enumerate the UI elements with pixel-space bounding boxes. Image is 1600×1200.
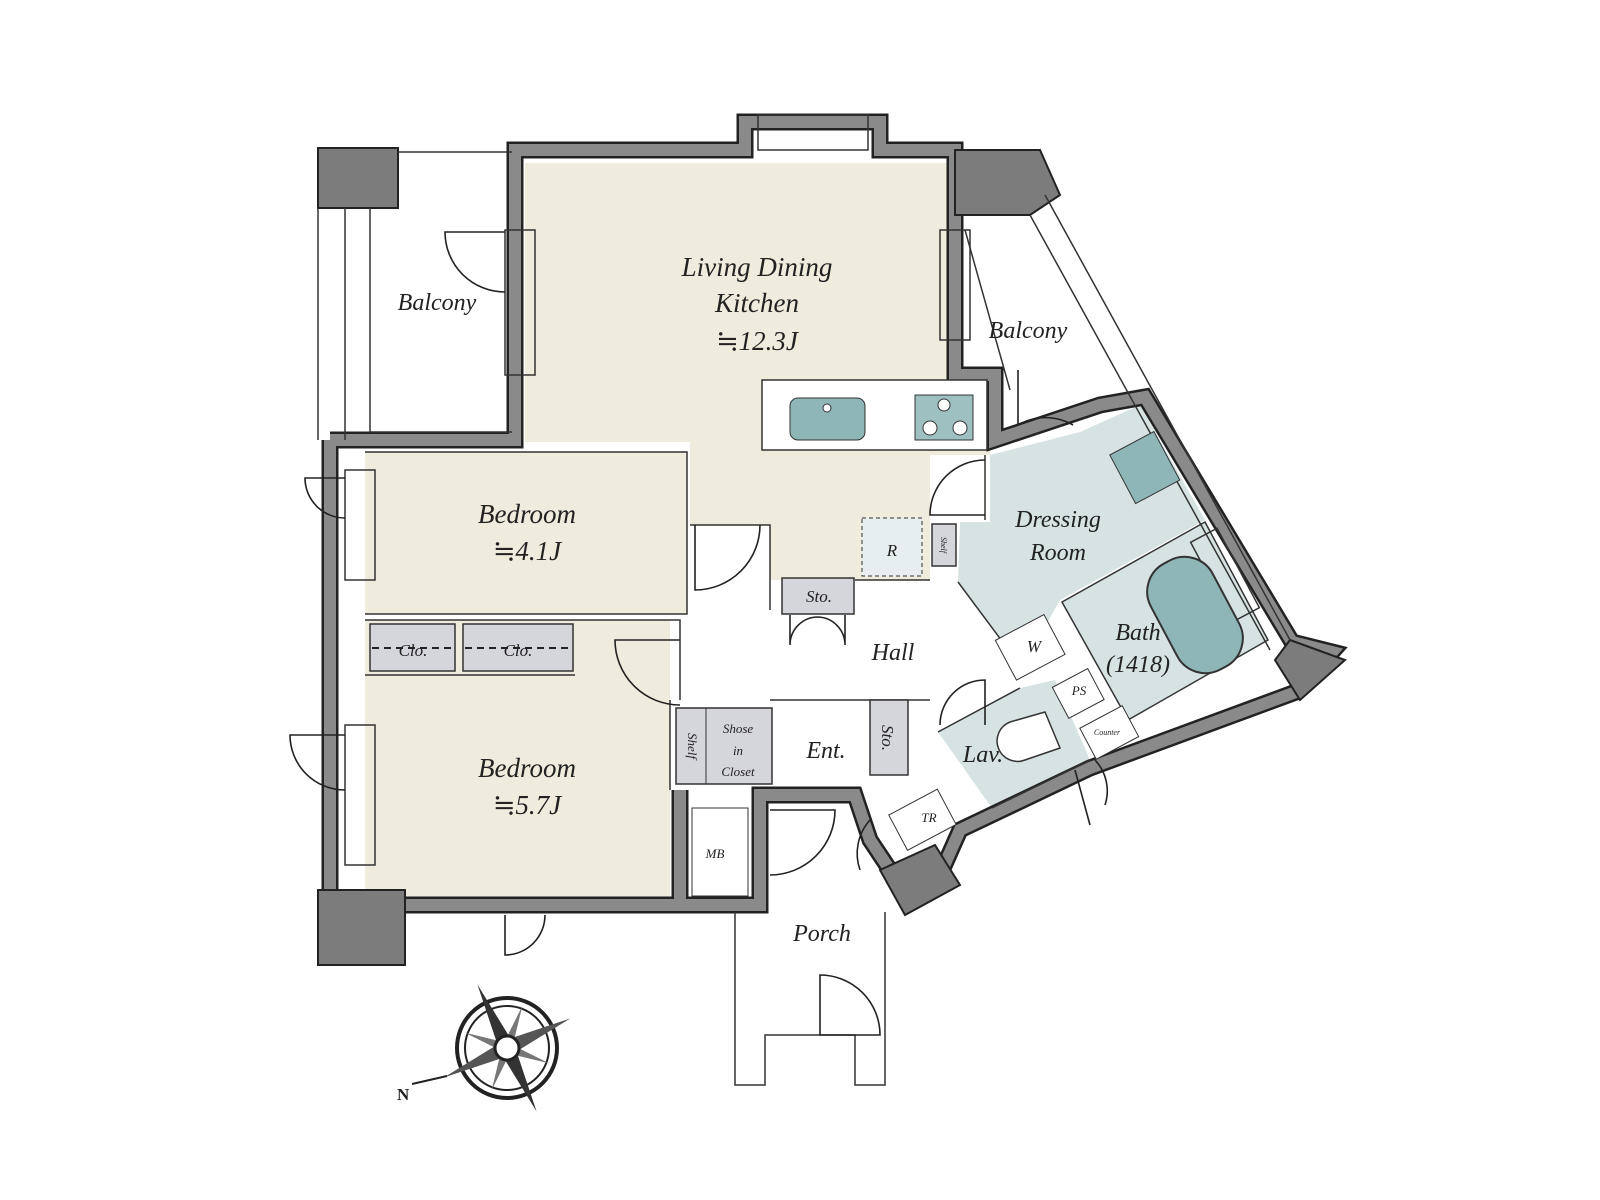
counter-box [1079, 705, 1140, 760]
bath-size: (1418) [1106, 652, 1170, 678]
north-label: N [397, 1085, 410, 1104]
tr-box [888, 788, 957, 852]
fridge-space [861, 517, 923, 577]
dressing-label-2: Room [1029, 540, 1086, 566]
ldk-label-2: Kitchen [714, 288, 799, 318]
shelf-entry-label: Shelf [685, 733, 700, 761]
sink-icon [789, 397, 866, 441]
storage-entry [869, 699, 909, 776]
bath-label: Bath [1115, 620, 1160, 646]
hall-label: Hall [871, 640, 915, 666]
bathtub-icon [1146, 555, 1244, 675]
shelf-dressing [931, 523, 957, 567]
washer-space [994, 613, 1066, 681]
closet1-label: Clo. [399, 641, 428, 660]
toilet-icon [996, 711, 1061, 763]
closet2-label: Clo. [504, 641, 533, 660]
mb-box [691, 807, 749, 897]
ldk-area: ≒12.3J [716, 326, 800, 356]
balcony-left-label: Balcony [398, 290, 477, 316]
storage-hall [781, 577, 855, 615]
compass-rose-icon: N [397, 984, 571, 1112]
mb-label: MB [705, 846, 725, 861]
bedroom2-label: Bedroom [478, 753, 576, 783]
washer-label: W [1027, 637, 1043, 656]
walls [317, 113, 1348, 966]
fridge-label: R [886, 541, 898, 560]
lav-label: Lav. [962, 742, 1003, 768]
ent-label: Ent. [805, 738, 845, 764]
storage-entry-label: Sto. [878, 725, 897, 751]
storage-hall-label: Sto. [806, 587, 832, 606]
bedroom1-floor [365, 452, 687, 614]
counter-label: Counter [1094, 728, 1121, 737]
ps-label: PS [1071, 683, 1087, 698]
shoes-closet-label-3: Closet [721, 764, 755, 779]
doors[interactable] [289, 231, 1109, 1036]
porch-label: Porch [792, 921, 851, 947]
bedroom2-area: ≒5.7J [493, 790, 563, 820]
partitions [365, 451, 1270, 809]
ldk-label-1: Living Dining [681, 252, 833, 282]
ps-box [1051, 667, 1105, 719]
shoes-closet-label-1: Shose [723, 721, 754, 736]
ldk-floor [525, 163, 990, 580]
shoes-closet-label-2: in [733, 743, 743, 758]
balcony-right-label: Balcony [989, 318, 1068, 344]
tr-label: TR [921, 810, 936, 825]
shelf-dressing-label: Shelf [939, 537, 948, 555]
shoes-closet [675, 707, 773, 785]
bedroom1-area: ≒4.1J [493, 536, 563, 566]
bedroom1-label: Bedroom [478, 499, 576, 529]
balcony-rails [317, 114, 1291, 1086]
kitchen-counter [761, 379, 988, 451]
dressing-label-1: Dressing [1014, 507, 1101, 533]
vanity-sink-icon [1109, 430, 1181, 505]
